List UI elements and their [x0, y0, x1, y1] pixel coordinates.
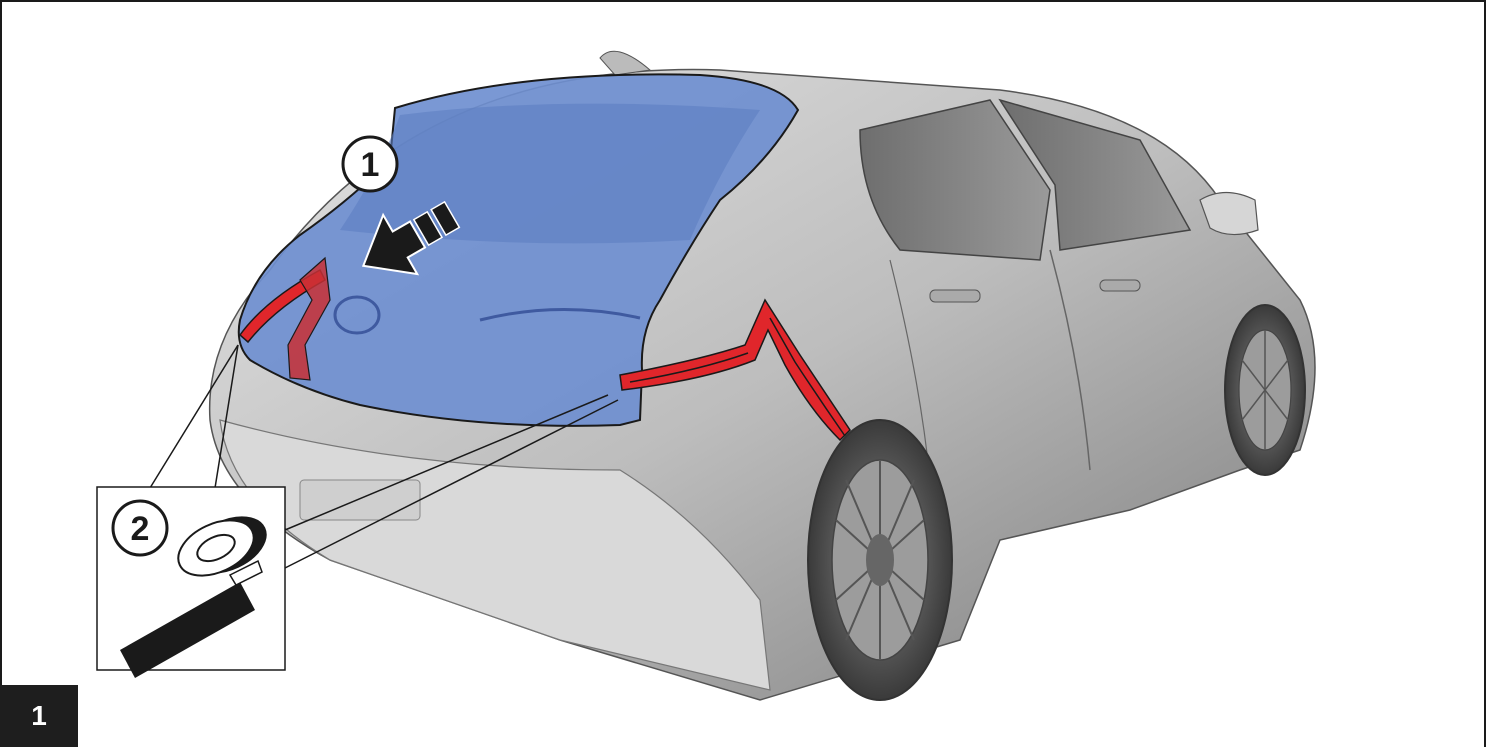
step-number-badge: 1 [0, 685, 78, 747]
rear-window [340, 104, 760, 244]
front-wheel [1225, 305, 1305, 475]
callout-2: 2 [113, 501, 167, 555]
callout-1: 1 [343, 137, 397, 191]
svg-text:2: 2 [131, 510, 150, 548]
rear-wheel [808, 420, 952, 700]
svg-text:1: 1 [361, 146, 380, 184]
